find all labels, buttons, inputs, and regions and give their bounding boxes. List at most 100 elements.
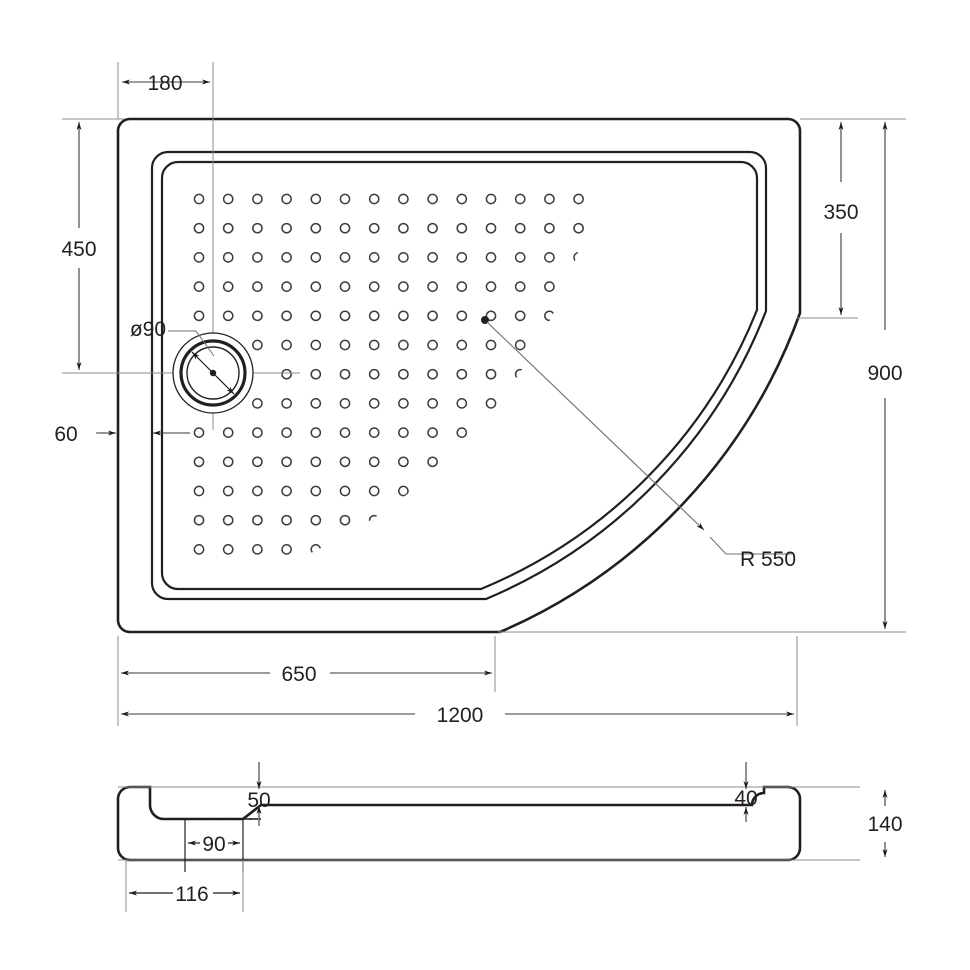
anti-slip-dot (398, 281, 409, 292)
anti-slip-dot (398, 368, 409, 380)
anti-slip-dot (514, 427, 526, 438)
dimension-label-1200: 1200 (437, 704, 484, 727)
anti-slip-dot (778, 428, 787, 437)
anti-slip-dot (603, 311, 612, 320)
anti-slip-dot (720, 340, 729, 349)
anti-slip-dot (485, 222, 497, 234)
anti-slip-dot (603, 428, 612, 437)
dimension-label-60: 60 (54, 423, 77, 446)
radius-callout: R 550 (481, 316, 796, 571)
anti-slip-dot (573, 193, 584, 205)
anti-slip-dot (427, 368, 438, 380)
anti-slip-dot (485, 310, 497, 322)
anti-slip-dot (281, 485, 292, 497)
anti-slip-dot (485, 193, 497, 205)
anti-slip-dot (193, 193, 205, 205)
anti-slip-dot (252, 427, 263, 438)
anti-slip-dot (514, 193, 526, 205)
anti-slip-dot (749, 457, 758, 466)
tray-inner-offset-line-2 (160, 160, 759, 591)
anti-slip-dot (398, 310, 409, 322)
anti-slip-dot (222, 222, 234, 234)
anti-slip-dot (749, 370, 758, 379)
anti-slip-dot (368, 456, 380, 468)
anti-slip-dot (573, 310, 584, 322)
anti-slip-dot (368, 485, 380, 497)
anti-slip-dot (514, 252, 526, 263)
dimension-116: 116 (125, 860, 244, 912)
anti-slip-dot (720, 428, 729, 437)
anti-slip-dot (514, 485, 526, 497)
dimension-label-116: 116 (175, 883, 208, 906)
anti-slip-dot (222, 456, 234, 468)
radius-leader-arrow (486, 321, 705, 531)
anti-slip-dot (573, 368, 584, 380)
anti-slip-dot (632, 340, 641, 349)
anti-slip-dot (193, 485, 205, 497)
anti-slip-dot (456, 222, 468, 234)
anti-slip-dot (252, 252, 263, 263)
anti-slip-dot (778, 253, 787, 262)
anti-slip-dot (632, 194, 641, 203)
anti-slip-dot (720, 253, 729, 262)
dimension-label-900: 900 (867, 362, 902, 385)
anti-slip-dot (398, 339, 409, 351)
dimension-350: 350 (797, 118, 906, 319)
radius-leader-line (709, 536, 792, 555)
anti-slip-dot (514, 544, 526, 555)
anti-slip-dot (485, 456, 497, 468)
anti-slip-dot (749, 428, 758, 437)
anti-slip-dot (603, 545, 612, 554)
anti-slip-dot (281, 252, 292, 263)
anti-slip-dot (427, 252, 438, 263)
anti-slip-dot (427, 281, 438, 292)
anti-slip-dot (662, 399, 671, 408)
anti-slip-dot (193, 456, 205, 468)
dimension-label-40: 40 (734, 787, 757, 810)
anti-slip-dot (514, 368, 526, 380)
dimension-180: 180 (117, 62, 210, 119)
anti-slip-dot (749, 516, 758, 525)
anti-slip-dot (485, 544, 497, 555)
dimension-450: 450 (61, 118, 124, 374)
dimension-60: 60 (54, 423, 190, 446)
tray-outer-edge (116, 117, 802, 634)
anti-slip-dot (485, 427, 497, 438)
anti-slip-dot (573, 427, 584, 438)
anti-slip-dot (778, 370, 787, 379)
anti-slip-dot (252, 339, 263, 351)
drain-assembly: ø90 (62, 62, 300, 430)
anti-slip-dot (427, 514, 438, 526)
anti-slip-dot (544, 281, 555, 292)
anti-slip-dot (662, 370, 671, 379)
anti-slip-dot (544, 222, 555, 234)
dimension-label-180: 180 (147, 72, 182, 95)
anti-slip-dot (691, 545, 700, 554)
anti-slip-dot (427, 427, 438, 438)
anti-slip-dot (603, 194, 612, 203)
anti-slip-dot (514, 514, 526, 526)
anti-slip-dot (456, 398, 468, 409)
anti-slip-dot (514, 310, 526, 322)
anti-slip-dot (368, 427, 380, 438)
anti-slip-dot (427, 222, 438, 234)
dimension-label-140: 140 (867, 813, 902, 836)
drain-ring-circle (179, 339, 247, 407)
anti-slip-dot (720, 282, 729, 291)
anti-slip-dot (778, 399, 787, 408)
anti-slip-dot (310, 544, 322, 555)
anti-slip-dot (368, 193, 380, 205)
dimension-900: 900 (498, 122, 906, 633)
anti-slip-dot (632, 428, 641, 437)
anti-slip-dot (281, 222, 292, 234)
anti-slip-dot (573, 514, 584, 526)
anti-slip-dot (691, 340, 700, 349)
anti-slip-dot (749, 486, 758, 495)
anti-slip-dot (368, 544, 380, 555)
anti-slip-dot (456, 193, 468, 205)
anti-slip-dot (456, 514, 468, 526)
anti-slip-dot (339, 456, 351, 468)
anti-slip-dot (720, 224, 729, 233)
anti-slip-dot (778, 224, 787, 233)
